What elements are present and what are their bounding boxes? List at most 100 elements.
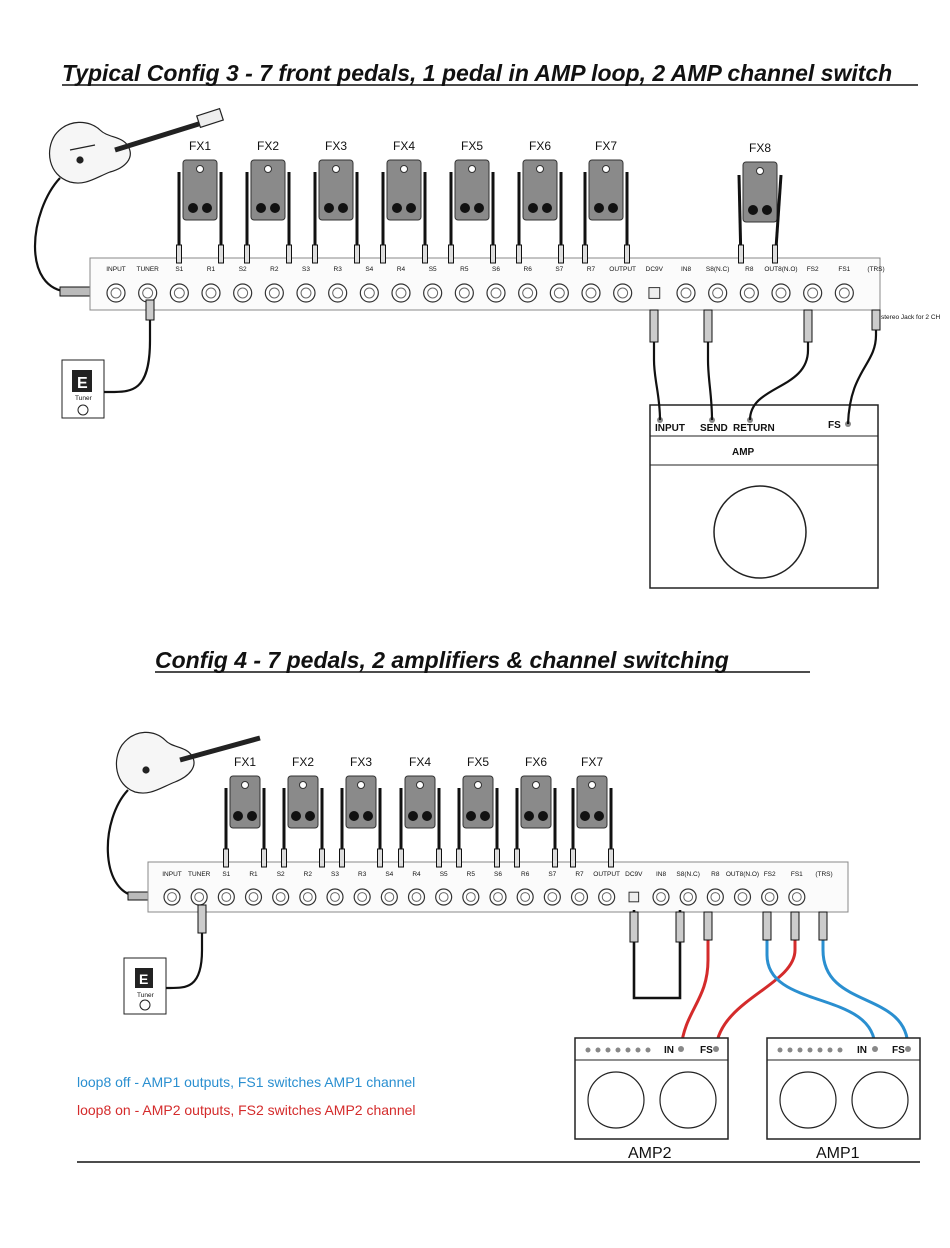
jack-socket-inner — [680, 287, 692, 299]
jack-label: R2 — [304, 871, 313, 878]
jack-socket[interactable] — [201, 283, 221, 303]
jack-socket-inner — [205, 287, 217, 299]
pedal-label: FX1 — [189, 139, 211, 153]
cable-plug — [772, 244, 778, 264]
jack-socket[interactable] — [788, 888, 806, 906]
knob-icon — [400, 165, 408, 173]
cable-plug — [552, 848, 558, 868]
jack-socket[interactable] — [407, 888, 426, 906]
jack-socket[interactable] — [353, 888, 371, 906]
jack-socket[interactable] — [264, 283, 284, 303]
pedal-label: FX7 — [595, 139, 617, 153]
jack-socket[interactable] — [169, 283, 189, 303]
cable-plug — [339, 848, 345, 868]
jack-socket[interactable] — [423, 283, 443, 303]
footswitch-icon — [202, 203, 212, 213]
cable-plug — [494, 848, 500, 868]
jack-socket[interactable] — [706, 888, 724, 906]
jack-socket[interactable] — [570, 888, 589, 906]
power-jack[interactable] — [628, 891, 640, 903]
jack-socket[interactable] — [190, 888, 208, 906]
jack-socket-inner — [167, 892, 177, 902]
jack-socket[interactable] — [454, 283, 474, 303]
amp-input-label: INPUT — [655, 423, 685, 434]
footswitch-icon — [528, 203, 538, 213]
footswitch-icon — [188, 203, 198, 213]
cable-plug — [456, 848, 462, 868]
cable-plug — [570, 848, 576, 868]
jack-socket-inner — [458, 287, 470, 299]
guitar-icon — [115, 731, 261, 794]
jack-socket[interactable] — [233, 283, 253, 303]
jack-socket[interactable] — [138, 283, 158, 303]
cable-plug — [377, 848, 383, 868]
jack-socket[interactable] — [435, 888, 453, 906]
jack-socket[interactable] — [489, 888, 507, 906]
jack-socket[interactable] — [296, 283, 316, 303]
jack-socket[interactable] — [679, 888, 697, 906]
footswitch-icon — [324, 203, 334, 213]
jack-label: DC9V — [646, 266, 664, 273]
pedal-label: FX1 — [234, 755, 256, 769]
tuner-label: Tuner — [75, 395, 93, 402]
jack-socket[interactable] — [676, 283, 696, 303]
jack-socket-inner — [142, 287, 154, 299]
jack-socket[interactable] — [733, 888, 752, 906]
cable-plug — [380, 244, 386, 264]
jack-socket[interactable] — [244, 888, 263, 906]
jack-socket[interactable] — [771, 283, 791, 303]
jack-label: INPUT — [106, 266, 126, 273]
jack-socket[interactable] — [163, 888, 181, 906]
jack-label: OUTPUT — [609, 266, 636, 273]
jack-socket[interactable] — [549, 283, 569, 303]
cable-plug — [218, 244, 224, 264]
jack-socket[interactable] — [708, 283, 728, 303]
cable-plug — [176, 244, 182, 264]
jack-socket[interactable] — [652, 888, 670, 906]
power-jack[interactable] — [648, 287, 661, 299]
jack-socket[interactable] — [462, 888, 480, 906]
jack-socket[interactable] — [543, 888, 561, 906]
jack-label: R1 — [207, 266, 216, 273]
footswitch-icon — [466, 811, 476, 821]
jack-label: S3 — [302, 266, 310, 273]
jack-socket[interactable] — [581, 283, 601, 303]
cable-plug — [608, 848, 614, 868]
jack-socket[interactable] — [299, 888, 317, 906]
jack-label: TUNER — [136, 266, 159, 273]
jack-label: FS2 — [764, 871, 776, 878]
jack-socket[interactable] — [518, 283, 538, 303]
jack-socket[interactable] — [380, 888, 398, 906]
jack-label: R5 — [460, 266, 469, 273]
jack-socket[interactable] — [613, 283, 633, 303]
jack-socket[interactable] — [326, 888, 344, 906]
cable-plug — [738, 244, 744, 264]
jack-socket[interactable] — [739, 283, 759, 303]
cable-plug — [244, 244, 250, 264]
jack-socket[interactable] — [486, 283, 506, 303]
jack-label: S6 — [494, 871, 502, 878]
cable-plug — [624, 244, 630, 264]
jack-label: S6 — [492, 266, 500, 273]
footswitch-icon — [247, 811, 257, 821]
jack-socket[interactable] — [803, 283, 823, 303]
jack-socket[interactable] — [391, 283, 411, 303]
jack-socket-inner — [110, 287, 122, 299]
jack-socket-inner — [574, 892, 585, 902]
jack-socket[interactable] — [516, 888, 534, 906]
amp-send-label: SEND — [700, 423, 728, 434]
footswitch-icon — [422, 811, 432, 821]
jack-socket-inner — [617, 287, 629, 299]
jack-socket[interactable] — [359, 283, 379, 303]
jack-socket[interactable] — [106, 283, 126, 303]
jack-label: R2 — [270, 266, 279, 273]
cable-plug — [448, 244, 454, 264]
jack-socket[interactable] — [598, 888, 616, 906]
jack-socket[interactable] — [834, 283, 854, 303]
amp1-fs-label: FS — [892, 1045, 905, 1056]
jack-socket[interactable] — [217, 888, 235, 906]
footswitch-icon — [524, 811, 534, 821]
jack-socket[interactable] — [328, 283, 348, 303]
jack-socket[interactable] — [272, 888, 290, 906]
jack-socket[interactable] — [761, 888, 779, 906]
